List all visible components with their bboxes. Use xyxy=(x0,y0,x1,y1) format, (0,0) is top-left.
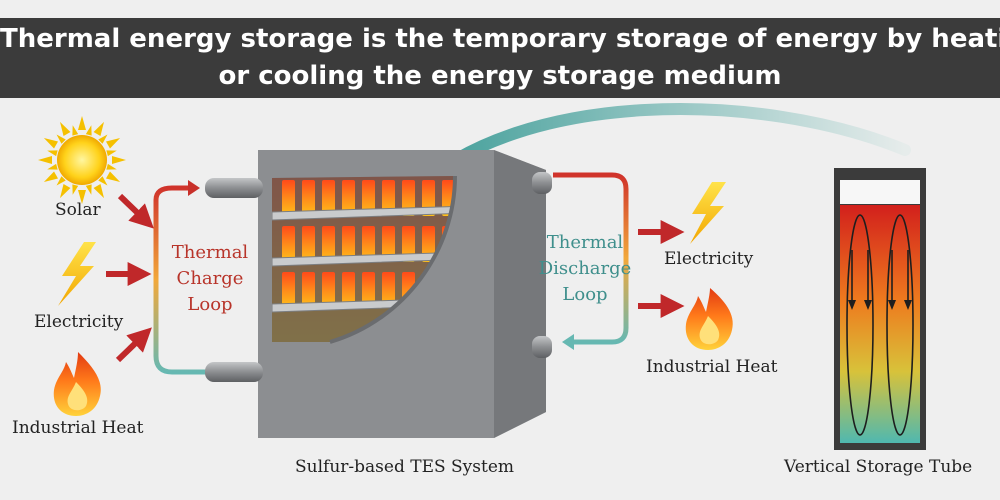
discharge-loop-path xyxy=(553,172,629,345)
heating-rod xyxy=(302,226,315,262)
output-label-electricity: Electricity xyxy=(664,249,754,269)
title-line-1: Thermal energy storage is the temporary … xyxy=(0,24,1000,54)
heating-rod xyxy=(282,272,295,308)
heating-rod xyxy=(322,272,335,308)
charge-loop-line-1: Thermal xyxy=(171,242,249,263)
sun-icon xyxy=(38,116,126,204)
heating-rod xyxy=(302,272,315,308)
discharge-loop-line-3: Loop xyxy=(562,284,608,305)
industrial-heat-arrow xyxy=(115,327,152,363)
solar-arrow xyxy=(117,193,154,229)
title-line-2: or cooling the energy storage medium xyxy=(218,61,782,91)
heating-rod xyxy=(362,180,375,216)
heating-rod xyxy=(382,180,395,216)
heating-rod xyxy=(282,226,295,262)
caption-tes-system: Sulfur-based TES System xyxy=(295,457,515,477)
charge-loop-line-3: Loop xyxy=(187,294,233,315)
charge-loop-line-2: Charge xyxy=(176,268,244,289)
output-lightning-icon xyxy=(690,182,726,244)
heating-rod xyxy=(302,180,315,216)
heating-rod xyxy=(382,272,395,308)
title-banner: Thermal energy storage is the temporary … xyxy=(0,18,1000,98)
charge-loop-label: Thermal Charge Loop xyxy=(160,240,260,318)
discharge-loop-line-1: Thermal xyxy=(546,232,624,253)
caption-storage-tube: Vertical Storage Tube xyxy=(784,457,973,477)
lightning-icon xyxy=(58,242,96,306)
discharge-loop-arrowhead xyxy=(562,334,574,350)
charge-loop-path xyxy=(153,185,207,375)
heating-rod xyxy=(342,180,355,216)
heating-rod xyxy=(362,226,375,262)
input-label-electricity: Electricity xyxy=(34,312,124,332)
heating-rod xyxy=(362,272,375,308)
output-label-industrial-heat: Industrial Heat xyxy=(646,357,778,377)
tes-box xyxy=(205,150,552,438)
output-flame-icon xyxy=(685,288,733,350)
charge-loop-arrowhead xyxy=(188,180,200,196)
heating-rod xyxy=(342,226,355,262)
heating-rod xyxy=(322,180,335,216)
heating-rod xyxy=(402,180,415,216)
heating-rod xyxy=(382,226,395,262)
input-label-solar: Solar xyxy=(55,200,101,220)
heating-rod xyxy=(282,180,295,216)
heating-rod xyxy=(402,226,415,262)
discharge-loop-line-2: Discharge xyxy=(538,258,632,279)
storage-tube xyxy=(834,168,926,450)
heating-rod xyxy=(322,226,335,262)
input-label-industrial-heat: Industrial Heat xyxy=(12,418,144,438)
discharge-loop-label: Thermal Discharge Loop xyxy=(530,230,640,308)
flame-icon xyxy=(53,352,101,416)
heating-rod xyxy=(342,272,355,308)
